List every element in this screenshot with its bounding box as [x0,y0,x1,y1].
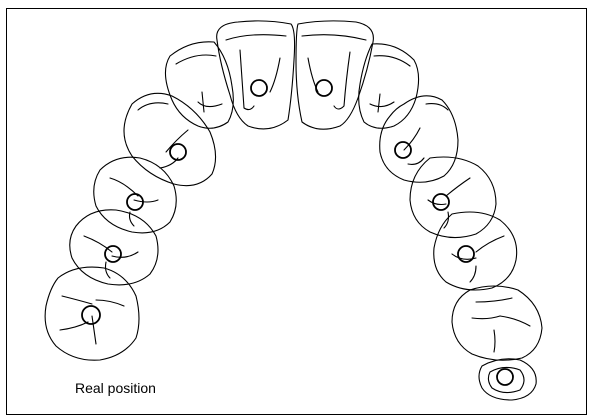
tooth-left-first-premolar [94,157,177,233]
tooth-left-second-premolar [70,210,158,285]
tooth-marker [433,194,449,210]
tooth-marker [497,369,513,385]
caption-label: Real position [75,380,156,396]
tooth-right-second-premolar [434,212,517,290]
tooth-left-central-incisor [217,21,295,129]
tooth-left-first-molar [45,267,139,360]
tooth-marker [395,142,411,158]
tooth-marker [105,246,121,262]
tooth-right-lateral-incisor [359,44,419,128]
tooth-right-small-tooth [479,359,536,400]
tooth-right-first-premolar [410,157,496,238]
tooth-marker [251,80,267,96]
tooth-marker [316,80,332,96]
tooth-left-lateral-incisor [165,42,233,128]
tooth-right-first-molar [452,286,542,360]
tooth-left-canine [124,93,216,185]
tooth-marker [82,306,100,324]
